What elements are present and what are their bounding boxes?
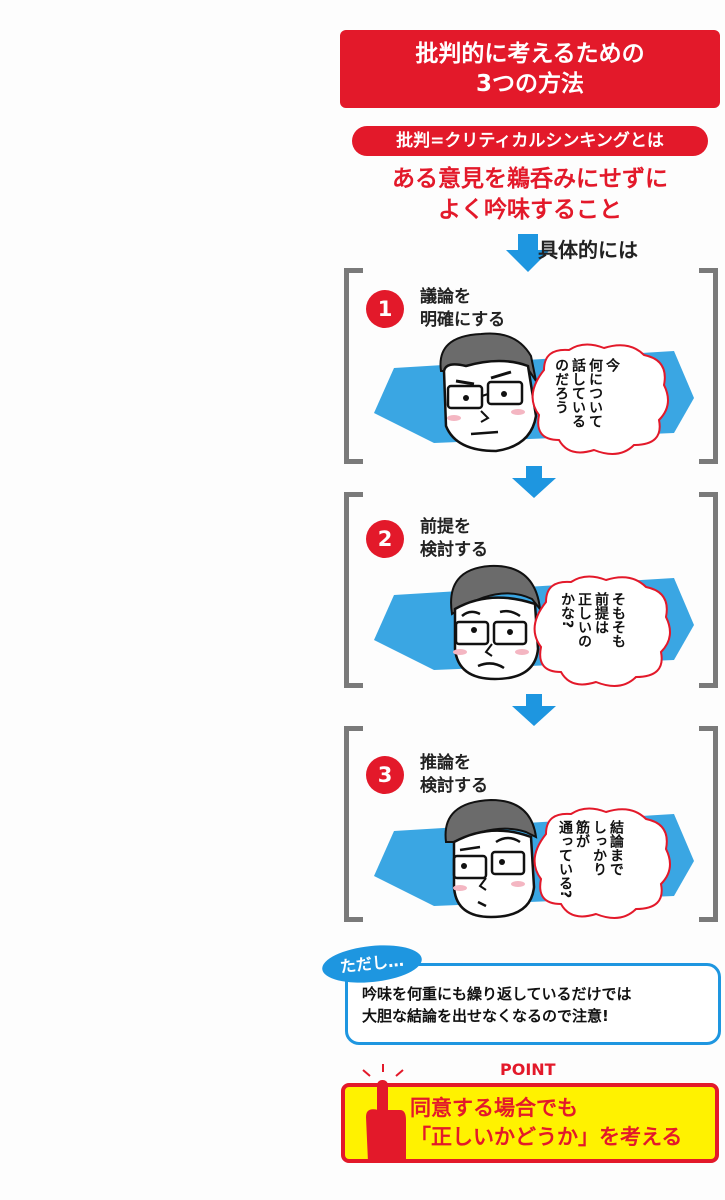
step-title: 前提を 検討する xyxy=(420,516,488,562)
left-bracket xyxy=(344,492,363,688)
title-line-2: 3つの方法 xyxy=(475,71,584,97)
down-arrow-icon xyxy=(506,234,550,272)
step-title-line-1: 前提を xyxy=(420,517,471,537)
down-arrow-icon xyxy=(512,466,556,498)
thought-bubble xyxy=(531,343,669,455)
point-text: 同意する場合でも 「正しいかどうか」を考える xyxy=(410,1094,682,1152)
right-bracket xyxy=(699,492,718,688)
step-number-badge: 1 xyxy=(366,290,404,328)
step-title-line-2: 検討する xyxy=(420,776,488,796)
step-3-panel: 3 推論を 検討する 結論まで しっかり 筋が 通っている? xyxy=(344,726,718,926)
definition-text: ある意見を鵜呑みにせずに よく吟味すること xyxy=(340,164,720,226)
point-line-2: 「正しいかどうか」を考える xyxy=(410,1125,683,1149)
title-line-1: 批判的に考えるための xyxy=(415,41,645,67)
thought-text: 結論まで しっかり 筋が 通っている? xyxy=(557,820,624,899)
step-title-line-2: 明確にする xyxy=(420,310,506,330)
definition-line-1: ある意見を鵜呑みにせずに xyxy=(392,166,668,192)
down-arrow-icon xyxy=(512,694,556,726)
concretely-label: 具体的には xyxy=(538,238,638,262)
thinking-man-face-icon xyxy=(439,332,538,453)
step-title-line-1: 議論を xyxy=(420,287,471,307)
step-number-badge: 2 xyxy=(366,520,404,558)
thought-bubble xyxy=(533,807,671,919)
right-bracket xyxy=(699,268,718,464)
step-1-panel: 1 議論を 明確にする 今 何について 話している のだろう xyxy=(344,268,718,464)
step-title-line-1: 推論を xyxy=(420,753,471,773)
point-label: POINT xyxy=(500,1060,556,1079)
note-text: 吟味を何重にも繰り返しているだけでは 大胆な結論を出せなくなるので注意! xyxy=(362,983,712,1027)
title-banner: 批判的に考えるための 3つの方法 xyxy=(340,30,720,108)
right-bracket xyxy=(699,726,718,922)
definition-line-2: よく吟味すること xyxy=(438,197,622,223)
point-line-1: 同意する場合でも xyxy=(410,1096,578,1120)
step-title: 議論を 明確にする xyxy=(420,286,505,332)
left-bracket xyxy=(344,726,363,922)
skeptical-man-face-icon xyxy=(444,798,538,919)
definition-label: 批判=クリティカルシンキングとは xyxy=(352,126,708,156)
step-2-panel: 2 前提を 検討する そもそも 前提は 正しいの かな? xyxy=(344,492,718,692)
note-line-2: 大胆な結論を出せなくなるので注意! xyxy=(362,1007,609,1025)
step-number-badge: 3 xyxy=(366,756,404,794)
thought-bubble xyxy=(533,575,671,687)
thought-text: 今 何について 話している のだろう xyxy=(553,358,620,428)
note-line-1: 吟味を何重にも繰り返しているだけでは xyxy=(362,985,632,1003)
note-box xyxy=(345,963,721,1045)
step-title: 推論を 検討する xyxy=(420,752,488,798)
thought-text: そもそも 前提は 正しいの かな? xyxy=(559,592,626,648)
left-bracket xyxy=(344,268,363,464)
worried-man-face-icon xyxy=(450,564,542,681)
pointing-hand-icon xyxy=(360,1064,406,1162)
step-title-line-2: 検討する xyxy=(420,540,488,560)
